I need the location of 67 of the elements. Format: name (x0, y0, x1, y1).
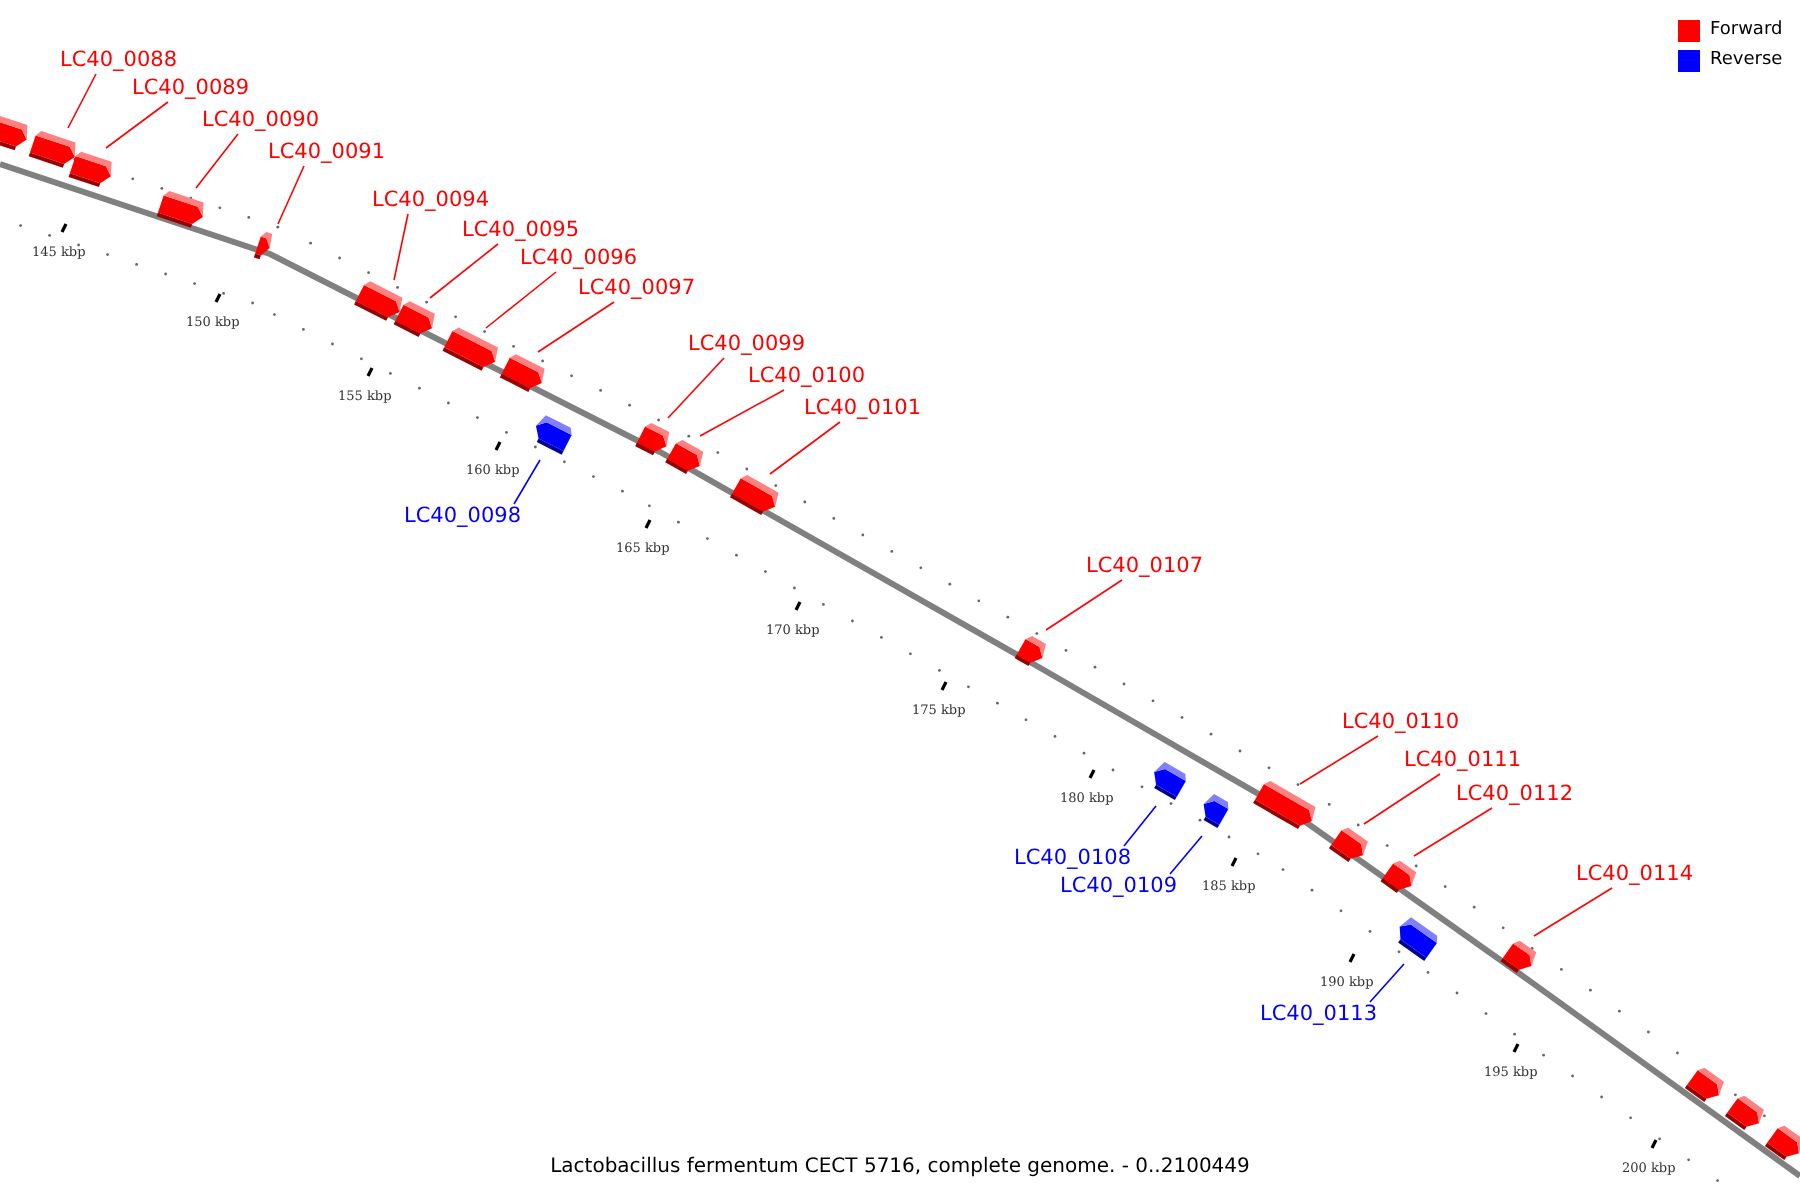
gene-label: LC40_0107 (1086, 554, 1204, 580)
gene-label: LC40_0097 (578, 276, 696, 302)
gene-label: LC40_0108 (1014, 846, 1132, 872)
leader-line (195, 133, 239, 189)
gene-block (1203, 793, 1229, 829)
gene-block (354, 281, 403, 321)
gene-label: LC40_0109 (1060, 874, 1178, 900)
leader-line (513, 459, 541, 505)
legend-label: Forward (1710, 20, 1783, 42)
gene-block (1014, 635, 1046, 667)
gene-block (442, 327, 498, 371)
gene-label: LC40_0094 (372, 188, 490, 214)
leader-line (769, 421, 841, 475)
legend-label: Reverse (1710, 50, 1783, 72)
gene-label: LC40_0111 (1404, 748, 1522, 774)
leader-line (105, 101, 169, 149)
gene-block (253, 232, 273, 260)
gene-block (1684, 1067, 1724, 1103)
leader-line (537, 301, 615, 353)
leader-line (699, 389, 785, 437)
leader-line (1533, 887, 1613, 937)
leader-line (1169, 835, 1203, 875)
gene-block (535, 415, 572, 455)
gene-block (499, 354, 545, 392)
leader-line (485, 271, 557, 329)
leader-line (1369, 963, 1405, 1003)
gene-block (393, 301, 435, 337)
gene-block (1253, 780, 1316, 830)
gene-block (729, 474, 779, 516)
gene-block (665, 439, 704, 475)
caption: Lactobacillus fermentum CECT 5716, complete genome. - 0..2100449 (550, 1156, 1250, 1178)
gene-block (635, 423, 670, 456)
gene-label: LC40_0090 (202, 108, 320, 134)
gene-label: LC40_0114 (1576, 862, 1694, 888)
gene-label: LC40_0091 (268, 140, 386, 166)
gene-block (28, 131, 76, 168)
leader-line (1299, 735, 1379, 785)
gene-label: LC40_0089 (132, 76, 250, 102)
leader-line (277, 165, 305, 225)
gene-block (156, 191, 204, 228)
leader-line (1123, 805, 1157, 847)
gene-label: LC40_0096 (520, 246, 638, 272)
gene-block (1154, 761, 1186, 801)
gene-block (1328, 827, 1368, 863)
gene-label: LC40_0110 (1342, 710, 1460, 736)
leader-line (1413, 807, 1493, 857)
gene-label: LC40_0095 (462, 218, 580, 244)
gene-label: LC40_0098 (404, 504, 522, 530)
gene-block (68, 151, 112, 188)
gene-block (1398, 917, 1438, 961)
gene-label: LC40_0099 (688, 332, 806, 358)
leader-line (1045, 579, 1123, 631)
leader-line (667, 357, 725, 419)
gene-label: LC40_0088 (60, 48, 178, 74)
leader-line (393, 213, 409, 281)
gene-block (0, 112, 28, 151)
leader-line (429, 243, 499, 299)
gene-block (1724, 1095, 1764, 1131)
gene-label: LC40_0112 (1456, 782, 1574, 808)
gene-label: LC40_0101 (804, 396, 922, 422)
leader-line (67, 73, 97, 129)
leader-line (1363, 773, 1441, 825)
gene-block (1500, 940, 1537, 973)
gene-block (1380, 860, 1417, 893)
gene-label: LC40_0113 (1260, 1002, 1378, 1028)
gene-label: LC40_0100 (748, 364, 866, 390)
gene-block (1764, 1125, 1800, 1161)
